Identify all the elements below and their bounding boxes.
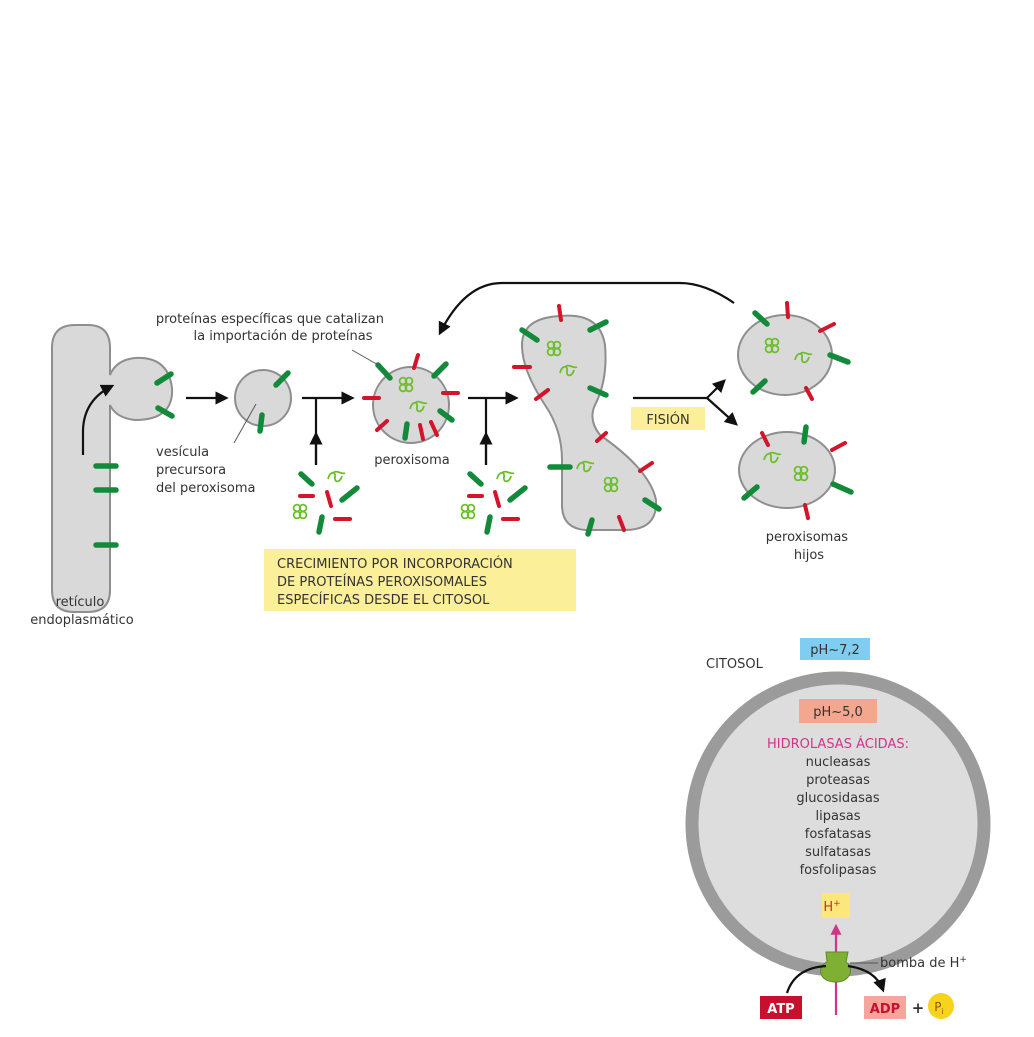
proton-label: H+ bbox=[823, 899, 840, 915]
lumen-ph-box bbox=[799, 699, 877, 723]
peroxisome-label: peroxisoma bbox=[374, 453, 450, 468]
hydrolase-item: lipasas bbox=[816, 809, 861, 824]
cytosol-ph: pH~7,2 bbox=[810, 643, 860, 658]
import-arrow-1 bbox=[302, 391, 355, 465]
hydrolases-title: HIDROLASAS ÁCIDAS: bbox=[767, 736, 909, 752]
adp-label: ADP bbox=[870, 1002, 900, 1017]
daughter-peroxisome-1 bbox=[737, 301, 851, 401]
hydrolase-item: fosfolipasas bbox=[800, 863, 877, 878]
recycle-arrow bbox=[438, 281, 735, 336]
hydrolase-item: nucleasas bbox=[806, 755, 871, 770]
cytosolic-proteins-2 bbox=[460, 470, 528, 535]
proton-box bbox=[822, 893, 850, 918]
pi-label: Pi bbox=[934, 1000, 943, 1016]
fission-arrow bbox=[633, 379, 738, 426]
pump-label: bomba de H+ bbox=[880, 955, 967, 971]
peroxisome bbox=[362, 353, 460, 444]
growth-label: CRECIMIENTO POR INCORPORACIÓN DE PROTEÍN… bbox=[277, 556, 517, 608]
cytosol-label: CITOSOL bbox=[706, 657, 764, 672]
lumen-ph: pH~5,0 bbox=[813, 705, 863, 720]
precursor-vesicle bbox=[234, 369, 292, 434]
dividing-peroxisome bbox=[512, 304, 662, 537]
import-proteins-label: proteínas específicas que catalizan la i… bbox=[156, 312, 388, 344]
er-label: retículo endoplasmático bbox=[30, 595, 134, 628]
endoplasmic-reticulum bbox=[51, 324, 175, 613]
peroxisome-diagram: retículo endoplasmático vesícula precurs… bbox=[30, 281, 854, 628]
pi-circle bbox=[928, 993, 954, 1019]
hydrolase-item: glucosidasas bbox=[796, 791, 880, 806]
atp-arc bbox=[785, 964, 827, 994]
import-proteins-pointer bbox=[351, 349, 381, 367]
import-arrow-2 bbox=[468, 391, 519, 465]
hydrolase-item: fosfatasas bbox=[805, 827, 872, 842]
growth-box bbox=[264, 549, 576, 611]
fission-label: FISIÓN bbox=[646, 412, 689, 428]
hydrolase-item: proteasas bbox=[806, 773, 870, 788]
precursor-pointer bbox=[233, 403, 257, 444]
fission-box bbox=[631, 407, 705, 430]
plus-sign: + bbox=[912, 999, 925, 1017]
adp-arc bbox=[847, 964, 886, 993]
cytosolic-proteins-1 bbox=[292, 470, 360, 535]
daughters-label: peroxisomas hijos bbox=[766, 530, 852, 563]
atp-label: ATP bbox=[767, 1002, 794, 1017]
adp-box bbox=[864, 996, 906, 1019]
hydrolases-list: nucleasas proteasas glucosidasas lipasas… bbox=[796, 755, 880, 878]
hydrolase-item: sulfatasas bbox=[805, 845, 871, 860]
lysosome-diagram: CITOSOL pH~7,2 pH~5,0 HIDROLASAS ÁCIDAS:… bbox=[685, 638, 991, 1019]
atp-box bbox=[760, 996, 802, 1019]
cytosol-ph-box bbox=[800, 638, 870, 660]
daughter-peroxisome-2 bbox=[738, 424, 854, 520]
precursor-label: vesícula precursora del peroxisoma bbox=[156, 445, 256, 496]
